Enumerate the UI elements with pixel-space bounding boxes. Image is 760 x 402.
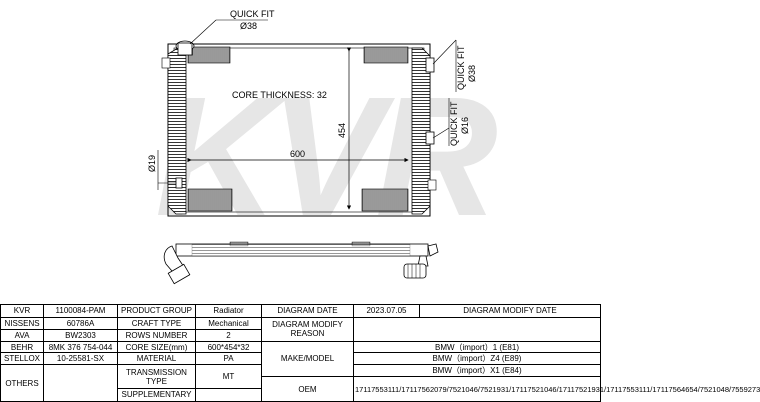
diagram-date-value: 2023.07.05: [353, 304, 420, 318]
brand-stellox: STELLOX: [0, 352, 44, 366]
brand-nissens: NISSENS: [0, 316, 44, 330]
right-upper-port: [425, 57, 435, 73]
left-port: [175, 177, 183, 189]
nissens-part-number: 60786A: [43, 316, 118, 330]
diagram-modify-reason-label: DIAGRAM MODIFY REASON: [261, 316, 354, 342]
radiator-technical-drawing: KVR 600 454 CORE THICKNESS: 32 QUICK FIT…: [147, 9, 505, 285]
stellox-part-number: 10-25581-SX: [43, 352, 118, 366]
oem-numbers: 17117553111/17117562079/7521046/7521931/…: [353, 376, 760, 402]
diagram-modify-value: [353, 316, 601, 342]
core-fins-top-right: [363, 46, 409, 64]
quick-fit-top-size: Ø38: [240, 21, 257, 31]
quick-fit-right-upper-label: QUICK FIT: [456, 45, 466, 90]
brand-kvr: KVR: [0, 304, 44, 318]
others-value: [43, 364, 118, 402]
core-thickness-label: CORE THICKNESS: 32: [232, 90, 327, 100]
craft-type-label: CRAFT TYPE: [117, 316, 196, 330]
core-size-value: 600*454*32: [195, 340, 262, 354]
quick-fit-right-lower-size: Ø16: [460, 117, 470, 134]
right-pipe-connector: [403, 263, 427, 279]
product-group-value: Radiator: [195, 304, 262, 318]
transmission-type-value: MT: [195, 364, 262, 389]
supplementary-value: [195, 387, 262, 402]
quick-fit-right-upper-size: Ø38: [467, 65, 477, 82]
watermark: KVR: [155, 62, 497, 252]
core-fins-bottom-right: [361, 188, 409, 212]
radiator-top-view: [163, 241, 439, 285]
others-label: OTHERS: [0, 364, 44, 402]
material-label: MATERIAL: [117, 352, 196, 366]
rows-number-label: ROWS NUMBER: [117, 328, 196, 342]
core-fins-bottom-left: [187, 188, 233, 212]
craft-type-value: Mechanical: [195, 316, 262, 330]
brand-behr: BEHR: [0, 340, 44, 354]
make-model-1: BMW（import）1 (E81): [353, 340, 601, 354]
make-model-2: BMW（import）Z4 (E89): [353, 352, 601, 366]
left-pipe-connector: [167, 263, 191, 285]
rows-number-value: 2: [195, 328, 262, 342]
material-value: PA: [195, 352, 262, 366]
brand-ava: AVA: [0, 328, 44, 342]
quick-fit-top-label: QUICK FIT: [230, 9, 275, 19]
ava-part-number: BW2303: [43, 328, 118, 342]
oem-label: OEM: [261, 376, 354, 402]
right-lower-port: [425, 131, 435, 145]
radiator-front-view: [161, 40, 437, 217]
make-model-3: BMW（import）X1 (E84): [353, 364, 601, 378]
width-dimension-label: 600: [290, 149, 305, 159]
supplementary-label: SUPPLEMENTARY: [117, 387, 196, 402]
core-size-label: CORE SIZE(mm): [117, 340, 196, 354]
left-port-size: Ø19: [147, 155, 157, 172]
behr-part-number: 8MK 376 754-044: [43, 340, 118, 354]
product-group-label: PRODUCT GROUP: [117, 304, 196, 318]
transmission-type-label: TRANSMISSION TYPE: [117, 364, 196, 389]
core-fins-top-left: [187, 46, 231, 64]
kvr-part-number: 1100084-PAM: [43, 304, 118, 318]
make-model-label: MAKE/MODEL: [261, 340, 354, 378]
spec-table: KVR 1100084-PAM PRODUCT GROUP Radiator D…: [0, 304, 760, 402]
diagram-date-label: DIAGRAM DATE: [261, 304, 354, 318]
height-dimension-label: 454: [337, 123, 347, 138]
quick-fit-right-lower-label: QUICK FIT: [449, 101, 459, 146]
diagram-modify-date-label: DIAGRAM MODIFY DATE: [419, 304, 601, 318]
